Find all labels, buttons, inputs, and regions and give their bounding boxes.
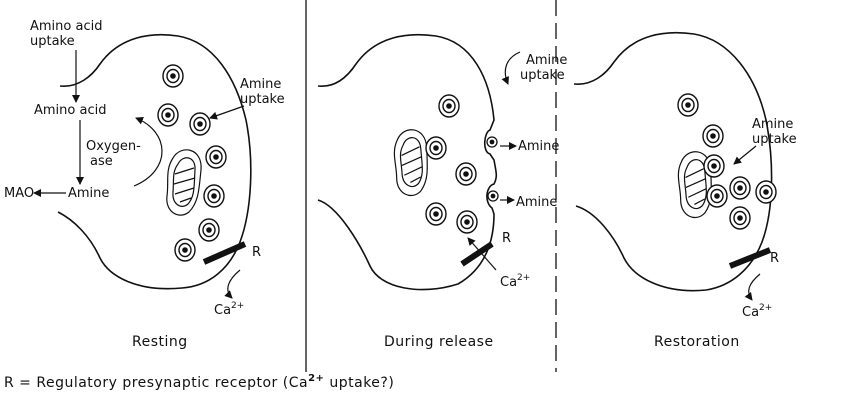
- arrow: [734, 146, 756, 164]
- amine-release-label: Amine: [518, 139, 559, 154]
- calcium-label: Ca2+: [214, 301, 244, 318]
- vesicle: [707, 185, 727, 207]
- terminal-outline: [318, 35, 496, 290]
- vesicle: [730, 207, 750, 229]
- mitochondrion: [167, 150, 201, 215]
- arrow: [505, 52, 520, 84]
- amine-uptake-label: Amine: [240, 77, 281, 92]
- panel-during-release: Amine uptake Amine Amine R Ca2+ During r…: [318, 35, 567, 350]
- vesicle: [190, 113, 210, 135]
- mitochondrion: [390, 128, 433, 197]
- vesicle: [490, 140, 495, 145]
- panel-resting: Amino acid uptake Amino acid Oxygen- ase…: [4, 19, 285, 350]
- amine-uptake-label: Amine: [752, 117, 793, 132]
- vesicle: [457, 211, 477, 233]
- receptor-label: R: [252, 245, 261, 260]
- amine-uptake-label: Amine: [526, 53, 567, 68]
- vesicle: [456, 163, 476, 185]
- terminal-outline: [574, 33, 772, 291]
- arrow: [210, 106, 244, 118]
- caption-restoration: Restoration: [654, 334, 740, 350]
- receptor-label: R: [770, 251, 779, 266]
- amine-uptake-label: uptake: [752, 132, 797, 147]
- vesicle: [704, 155, 724, 177]
- mao-label: MAO: [4, 186, 34, 201]
- vesicle: [491, 194, 496, 199]
- vesicle: [163, 65, 183, 87]
- vesicle: [426, 137, 446, 159]
- amine-uptake-label: uptake: [240, 92, 285, 107]
- amino-acid-uptake-label: uptake: [30, 34, 75, 49]
- vesicle: [426, 203, 446, 225]
- vesicle: [175, 239, 195, 261]
- vesicle: [204, 185, 224, 207]
- panel-restoration: Amine uptake R Ca2+ Restoration: [574, 33, 797, 350]
- vesicle: [730, 177, 750, 199]
- caption-during-release: During release: [384, 334, 494, 350]
- vesicle: [158, 104, 178, 126]
- amine-release-label: Amine: [516, 195, 557, 210]
- vesicle: [756, 181, 776, 203]
- caption-resting: Resting: [132, 334, 188, 350]
- oxygenase-label: Oxygen-: [86, 139, 141, 154]
- receptor-bar: [204, 244, 245, 262]
- amino-acid-uptake-label: Amino acid: [30, 19, 102, 34]
- vesicle: [206, 146, 226, 168]
- oxygenase-label: ase: [90, 154, 113, 169]
- calcium-label: Ca2+: [742, 303, 772, 320]
- vesicle: [439, 95, 459, 117]
- amino-acid-label: Amino acid: [34, 103, 106, 118]
- amine-label: Amine: [68, 186, 109, 201]
- amine-uptake-label: uptake: [520, 68, 565, 83]
- receptor-label: R: [502, 231, 511, 246]
- footnote: R = Regulatory presynaptic receptor (Ca2…: [4, 373, 394, 391]
- vesicle: [703, 125, 723, 147]
- arrow: [749, 274, 760, 300]
- calcium-label: Ca2+: [500, 273, 530, 290]
- arrow: [228, 270, 240, 298]
- vesicle: [199, 219, 219, 241]
- vesicle: [678, 94, 698, 116]
